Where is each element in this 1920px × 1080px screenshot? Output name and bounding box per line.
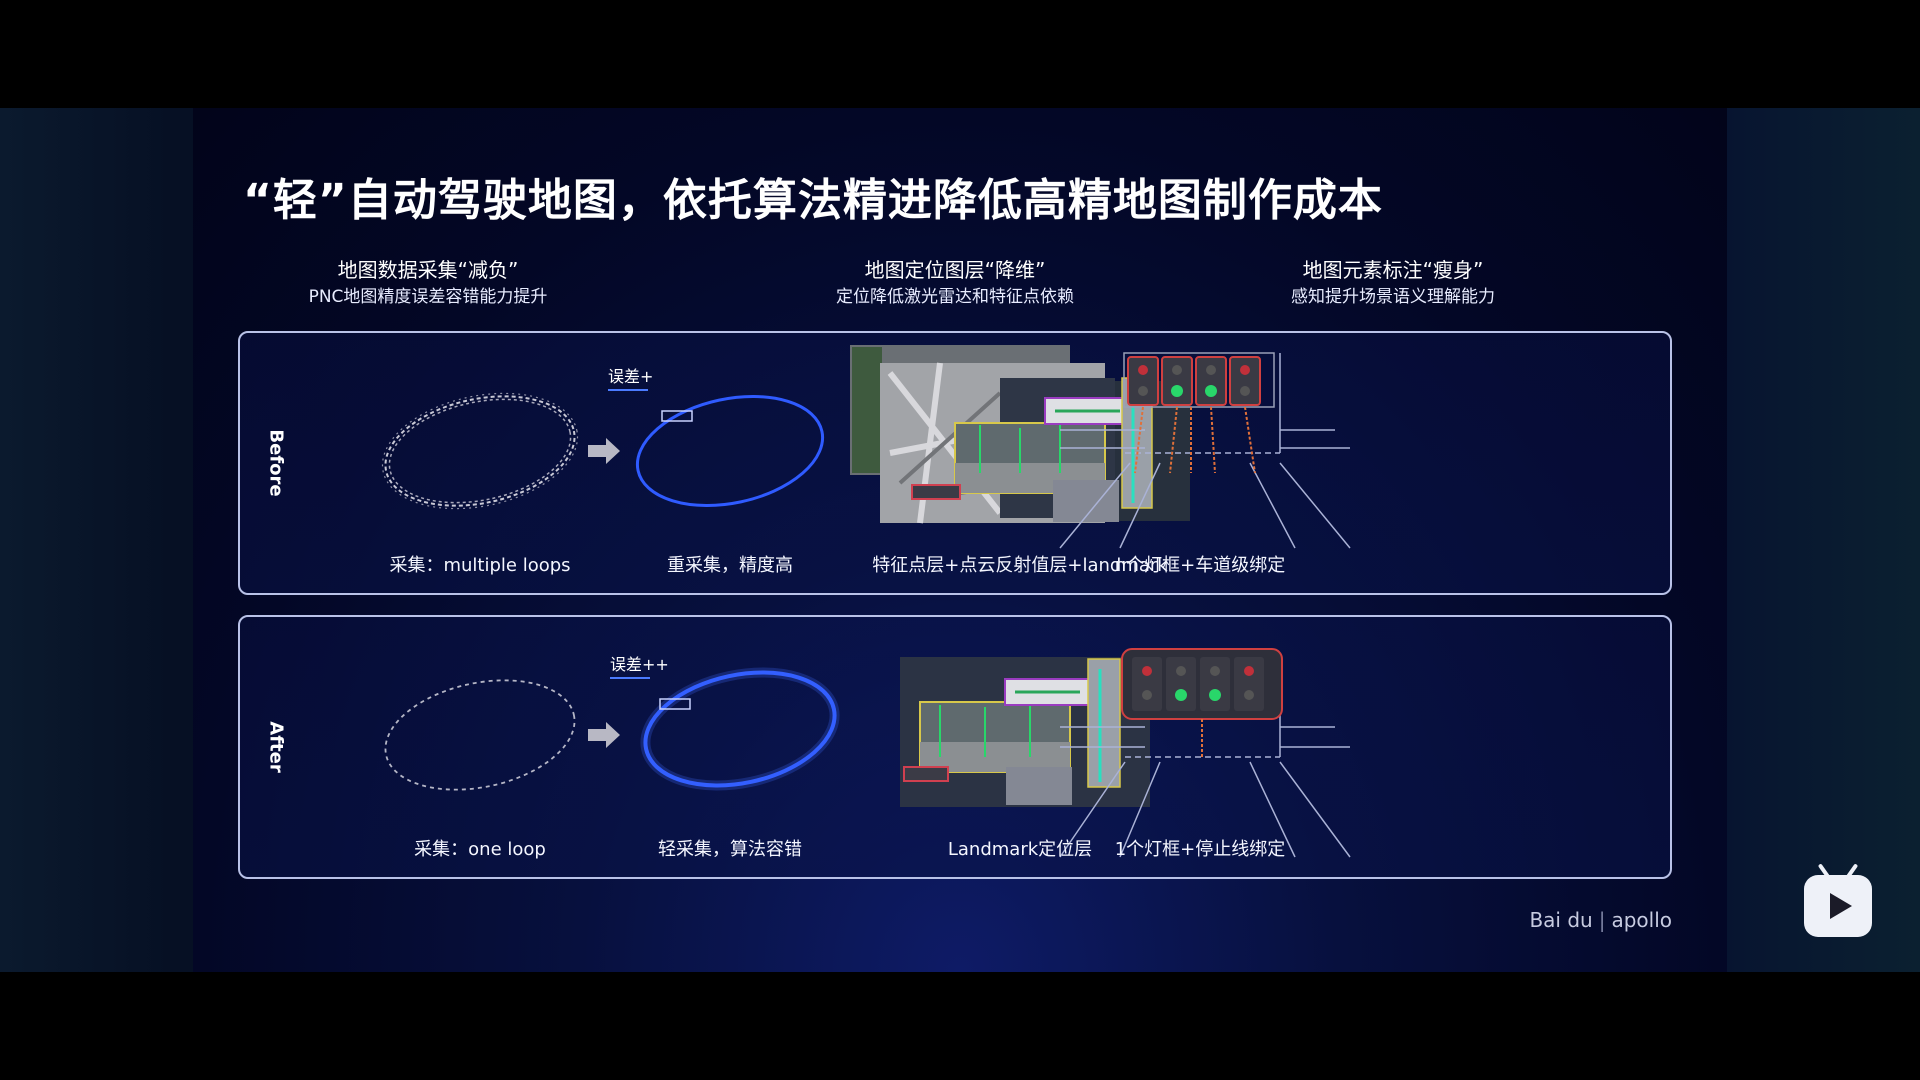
after-diagram [384, 648, 1351, 858]
column-subheading: 感知提升场景语义理解能力 [1291, 287, 1495, 307]
column-header-localization: 地图定位图层“降维” 定位降低激光雷达和特征点依赖 [745, 256, 1165, 310]
caption: 采集：multiple loops [389, 555, 571, 576]
column-heading: 地图元素标注“瘦身” [1302, 258, 1484, 282]
error-underline [608, 389, 648, 391]
caption: 轻采集，算法容错 [658, 839, 802, 860]
column-heading: 地图定位图层“降维” [864, 258, 1046, 282]
traffic-light-icon [1166, 657, 1196, 711]
error-box [661, 410, 693, 422]
caption: n个灯框+车道级绑定 [1114, 555, 1286, 576]
column-subheading: 定位降低激光雷达和特征点依赖 [836, 287, 1074, 307]
traffic-light-icon [1161, 356, 1193, 406]
baidu-logo: Bai du [1529, 908, 1593, 932]
traffic-light-group [1121, 648, 1283, 757]
right-arrow-icon [588, 438, 620, 464]
caption: 1个灯框+停止线绑定 [1114, 839, 1286, 860]
multiple-loops-icon [381, 392, 579, 510]
caption: 采集：one loop [414, 839, 546, 860]
before-panel: Before [238, 331, 1672, 595]
error-label: 误差+ [608, 367, 654, 386]
single-loop-icon [384, 679, 576, 791]
slide-logo: Bai du|apollo [1529, 908, 1672, 932]
traffic-light-icon [1229, 356, 1261, 406]
traffic-light-icon [1195, 356, 1227, 406]
column-heading: 地图数据采集“减负” [337, 258, 519, 282]
blue-loop-icon [640, 667, 840, 791]
before-diagram [381, 345, 1351, 549]
error-label: 误差++ [610, 655, 669, 674]
blue-loop-icon [635, 395, 825, 507]
error-box [659, 698, 691, 710]
column-subheading: PNC地图精度误差容错能力提升 [308, 287, 548, 307]
landmark-layer-image [900, 657, 1150, 807]
caption: 重采集，精度高 [667, 555, 793, 576]
slide-title: “轻”自动驾驶地图，依托算法精进降低高精地图制作成本 [243, 175, 1383, 226]
traffic-light-icon [1234, 657, 1264, 711]
traffic-light-icon [1200, 657, 1230, 711]
after-panel: After [238, 615, 1672, 879]
presentation-slide: “轻”自动驾驶地图，依托算法精进降低高精地图制作成本 地图数据采集“减负” PN… [193, 108, 1727, 972]
binding-arrows [1134, 406, 1256, 474]
error-underline [610, 677, 650, 679]
column-header-annotation: 地图元素标注“瘦身” 感知提升场景语义理解能力 [1183, 256, 1603, 310]
apollo-logo: apollo [1611, 908, 1672, 932]
bilibili-play-icon[interactable] [1804, 863, 1872, 937]
traffic-light-icon [1127, 356, 1159, 406]
column-header-collection: 地图数据采集“减负” PNC地图精度误差容错能力提升 [218, 256, 638, 310]
caption: 特征点层+点云反射值层+landmark [872, 555, 1168, 576]
road-lines [1059, 353, 1351, 549]
caption: Landmark定位层 [947, 839, 1093, 860]
traffic-light-icon [1132, 657, 1162, 711]
traffic-light-group [1123, 352, 1275, 474]
right-arrow-icon [588, 722, 620, 748]
